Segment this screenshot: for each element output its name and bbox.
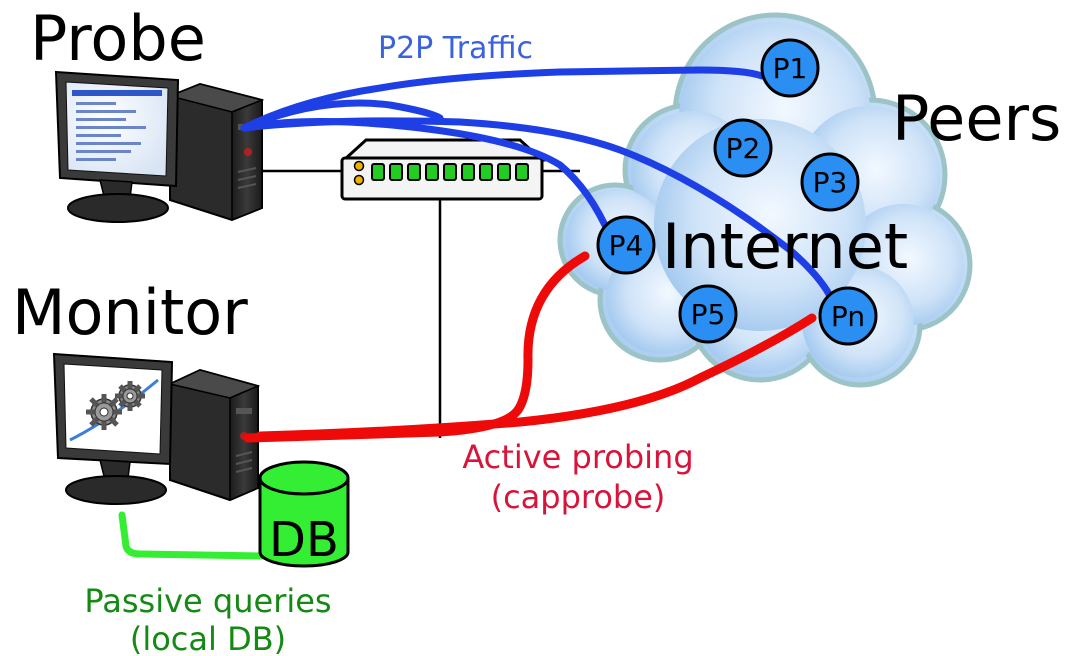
capprobe-label: (capprobe) — [491, 478, 666, 516]
peer-label-p5: P5 — [691, 298, 726, 331]
peers-label: Peers — [892, 82, 1061, 155]
probe-label: Probe — [30, 2, 206, 75]
desktop-computer-icon — [54, 70, 265, 223]
network-switch — [340, 138, 546, 201]
ethernet-wires — [258, 169, 580, 438]
peer-label-p3: P3 — [813, 166, 848, 199]
internet-label: Internet — [662, 210, 908, 283]
database-icon — [258, 460, 350, 568]
peer-p5 — [678, 284, 738, 344]
probe-computer — [54, 70, 265, 223]
peer-label-p1: P1 — [773, 52, 808, 85]
peer-p4 — [596, 215, 656, 275]
db-label: DB — [269, 512, 339, 568]
p2p-traffic-lines — [240, 66, 836, 304]
peer-p2 — [713, 118, 773, 178]
peer-p3 — [800, 152, 860, 212]
desktop-computer-icon — [52, 352, 261, 505]
passive-queries-label: Passive queries — [84, 582, 331, 620]
gears-icon — [69, 378, 159, 442]
peer-labels: P1 P2 P3 P4 P5 Pn — [609, 52, 865, 333]
network-switch-icon — [340, 138, 546, 201]
peer-p1 — [760, 38, 820, 98]
database: DB — [258, 460, 350, 568]
peer-label-pn: Pn — [831, 300, 865, 333]
local-db-label: (local DB) — [130, 620, 286, 656]
passive-queries-line — [118, 511, 266, 560]
active-probing-label: Active probing — [462, 438, 693, 476]
p2p-traffic-label: P2P Traffic — [378, 31, 533, 66]
peer-label-p4: P4 — [609, 229, 644, 262]
peer-label-p2: P2 — [726, 132, 761, 165]
monitor-computer — [52, 352, 261, 505]
monitor-label: Monitor — [12, 276, 248, 349]
active-probing-lines — [243, 251, 817, 443]
peer-pn — [818, 286, 878, 346]
peer-nodes — [596, 38, 878, 346]
